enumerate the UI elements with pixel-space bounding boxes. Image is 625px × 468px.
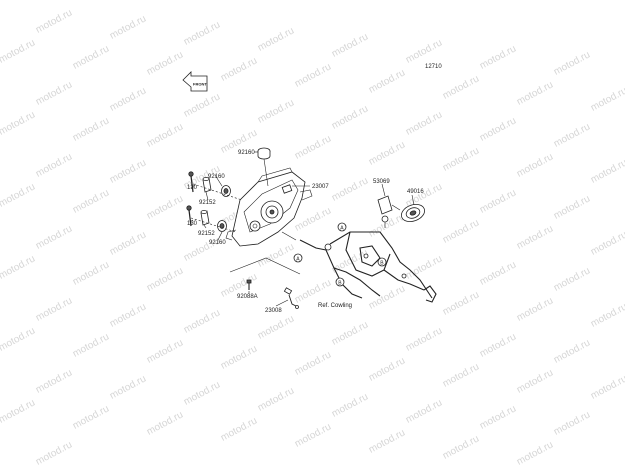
part-label-53069: 53069 [373,179,390,185]
front-arrow-icon: FRONT [182,71,208,92]
diagram-code: 12710 [425,64,442,70]
grommet-92160-left-icon [221,185,231,197]
part-label-23008: 23008 [265,308,282,314]
bolt-130-top-icon [188,171,194,193]
callout-b-label: B [380,260,384,266]
bulb-socket-53069-icon [377,195,393,228]
part-label-49016: 49016 [407,189,424,195]
headlight-stay-bracket [299,231,437,303]
callout-a-label: A [296,256,300,262]
reference-note: Ref. Cowling [318,303,352,309]
callout-b-bottom-icon: B [335,277,345,287]
callout-a-frame-icon: A [337,222,347,232]
screw-92088A-icon [246,279,252,290]
collar-92152-top-icon [202,177,212,193]
headlight-assembly [225,167,313,247]
callout-b-icon: B [377,257,387,267]
grommet-92160-bottom-icon [217,220,227,232]
part-label-130-bottom: 130 [187,221,198,227]
callout-a-icon: A [293,253,303,263]
part-label-130-top: 130 [187,185,198,191]
front-arrow-label: FRONT [193,82,207,87]
part-label-92152-bottom: 92152 [198,231,215,237]
collar-92152-bottom-icon [200,210,210,226]
part-92160-cap [257,147,271,187]
part-label-92160-top: 92160 [238,150,255,156]
part-label-92160-bottom: 92160 [209,240,226,246]
bulb-49016-icon [400,204,426,222]
bolt-130-bottom-icon [186,205,192,227]
part-label-23007: 23007 [312,184,329,190]
callout-a-frame-label: A [340,225,344,231]
part-label-92088A: 92088A [237,294,258,300]
part-label-92160-left: 92160 [208,174,225,180]
harness-23008-icon [283,287,299,309]
callout-b-bottom-label: B [338,280,342,286]
part-label-92152-top: 92152 [199,200,216,206]
